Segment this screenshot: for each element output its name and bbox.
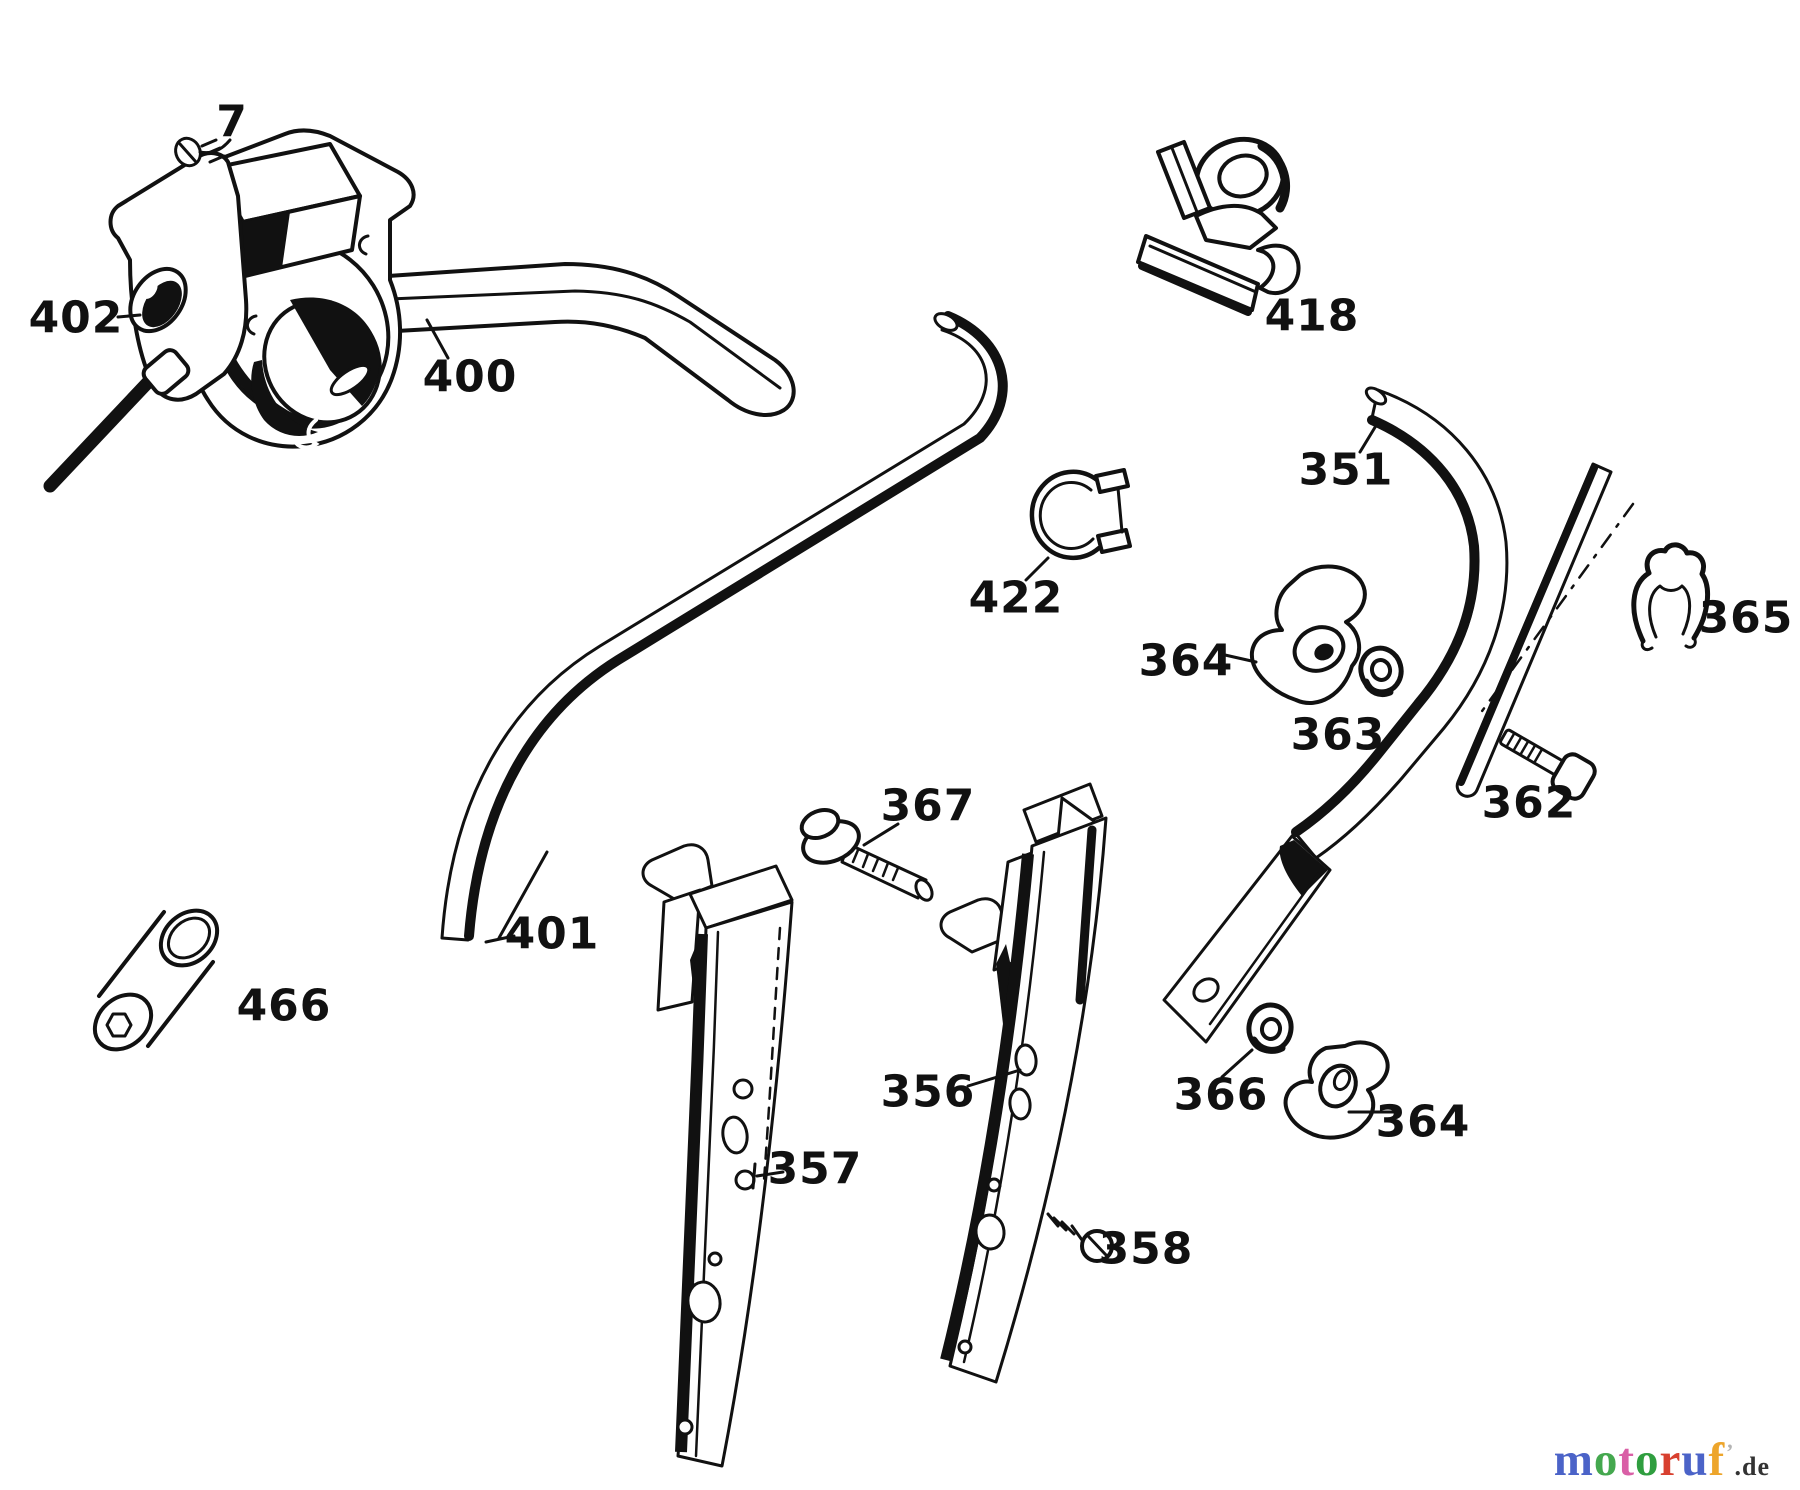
leader-lines: [116, 313, 1402, 1190]
retainer-clip-365: [1631, 542, 1710, 652]
logo-letter: m: [1553, 1434, 1594, 1486]
screw-boss: [358, 234, 370, 256]
part-label-357: 357: [767, 1143, 863, 1195]
motoruf-logo-word: motoruf: [1554, 1434, 1725, 1486]
cable-clamp-418: [1136, 136, 1301, 316]
throttle-housing-402: [43, 128, 416, 493]
logo-letter: t: [1618, 1434, 1635, 1486]
logo-letter: o: [1593, 1434, 1619, 1486]
handlebar-rod-section: [1455, 462, 1635, 798]
hose-clamp-422: [1029, 468, 1132, 560]
bolt-367: [799, 808, 934, 902]
motoruf-logo: motoruf’.de: [1554, 1437, 1770, 1484]
logo-letter: r: [1659, 1434, 1682, 1486]
part-label-422: 422: [968, 572, 1064, 624]
barrel-pin: [329, 363, 371, 397]
bolt-362: [1499, 728, 1597, 801]
upper-handlebar-401: [440, 311, 1008, 942]
lower-handlebar-351: [1162, 386, 1509, 1044]
logo-suffix: .de: [1734, 1452, 1770, 1481]
screw-358: [1046, 1212, 1114, 1263]
part-label-402: 402: [28, 292, 124, 344]
part-label-364-lower: 364: [1375, 1096, 1471, 1148]
handle-bracket-357: [641, 843, 794, 1468]
assembly-axis: [1475, 502, 1635, 720]
part-label-365: 365: [1698, 592, 1794, 644]
part-label-7: 7: [216, 96, 248, 148]
spacer-466: [92, 908, 220, 1052]
throttle-cable: [43, 371, 159, 493]
part-label-466: 466: [236, 980, 332, 1032]
wing-knob-364-lower: [1283, 1040, 1390, 1140]
screw-boss: [246, 314, 258, 336]
part-label-366: 366: [1173, 1069, 1269, 1121]
washer-366: [1246, 1002, 1294, 1054]
logo-letter: o: [1635, 1434, 1660, 1486]
bar-hole: [1192, 977, 1220, 1003]
logo-letter: u: [1681, 1434, 1709, 1486]
logo-letter: f: [1708, 1434, 1726, 1486]
screw-7: [174, 136, 232, 168]
flange-nut-363: [1358, 645, 1404, 698]
part-label-362: 362: [1481, 777, 1577, 829]
handle-bracket-356: [939, 782, 1108, 1384]
part-label-363: 363: [1290, 709, 1386, 761]
part-label-358: 358: [1098, 1223, 1194, 1275]
part-label-400: 400: [422, 351, 518, 403]
part-label-351: 351: [1298, 444, 1394, 496]
part-label-367: 367: [880, 780, 976, 832]
control-lever-400: [363, 262, 796, 417]
logo-trademark: ’: [1726, 1439, 1735, 1464]
part-label-401: 401: [504, 908, 600, 960]
part-label-364-upper: 364: [1138, 635, 1234, 687]
part-label-418: 418: [1264, 290, 1360, 342]
wing-knob-364-upper: [1249, 564, 1367, 705]
part-label-356: 356: [880, 1066, 976, 1118]
